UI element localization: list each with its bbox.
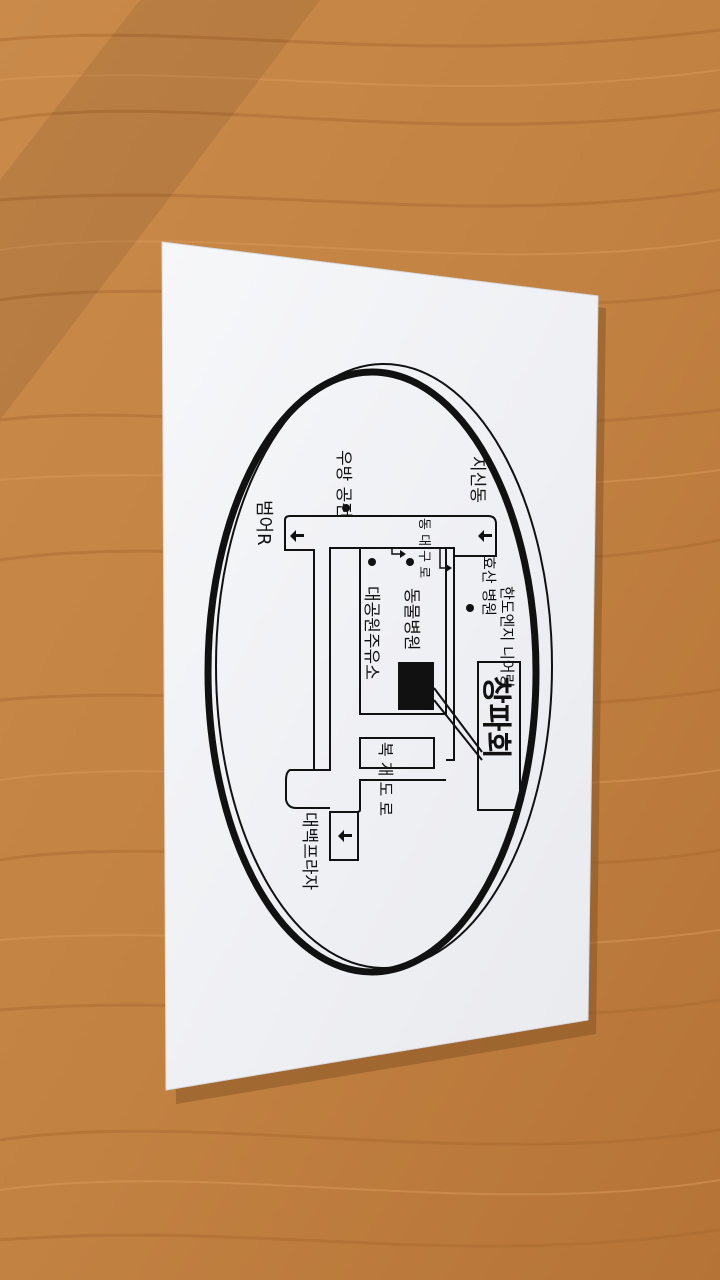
shop-name-box bbox=[477, 661, 521, 811]
label-ubang-park: 우방 공전 bbox=[333, 450, 353, 518]
label-daegong-gas: 대공원주유소 bbox=[361, 586, 381, 680]
shop-name-label: 창파회 bbox=[478, 676, 513, 759]
label-beomeo-r: 범어R bbox=[253, 500, 274, 546]
shop-building-marker bbox=[398, 662, 434, 710]
map-oval-shadow bbox=[204, 368, 540, 976]
label-jisan-dong: 지신동 bbox=[467, 456, 487, 503]
map-oval bbox=[215, 363, 553, 969]
label-daebaek-plaza: 대백프라자 bbox=[299, 812, 319, 891]
label-dongmul-hospital: 동물병원 bbox=[401, 588, 421, 651]
map-labels: 창파회 지신동 효산 병원 한도엔지 니어링 동물병원 대공원주유소 우방 공전… bbox=[253, 450, 516, 891]
label-hyosan-hospital: 효산 병원 bbox=[480, 556, 498, 616]
label-hando-energy: 한도엔지 니어링 bbox=[498, 586, 516, 687]
map-drawing bbox=[204, 363, 553, 976]
label-dongdaegu-ro: 동 대 구 로 bbox=[416, 518, 431, 578]
label-bukgae-doro: 복 개 도 로 bbox=[376, 742, 395, 816]
